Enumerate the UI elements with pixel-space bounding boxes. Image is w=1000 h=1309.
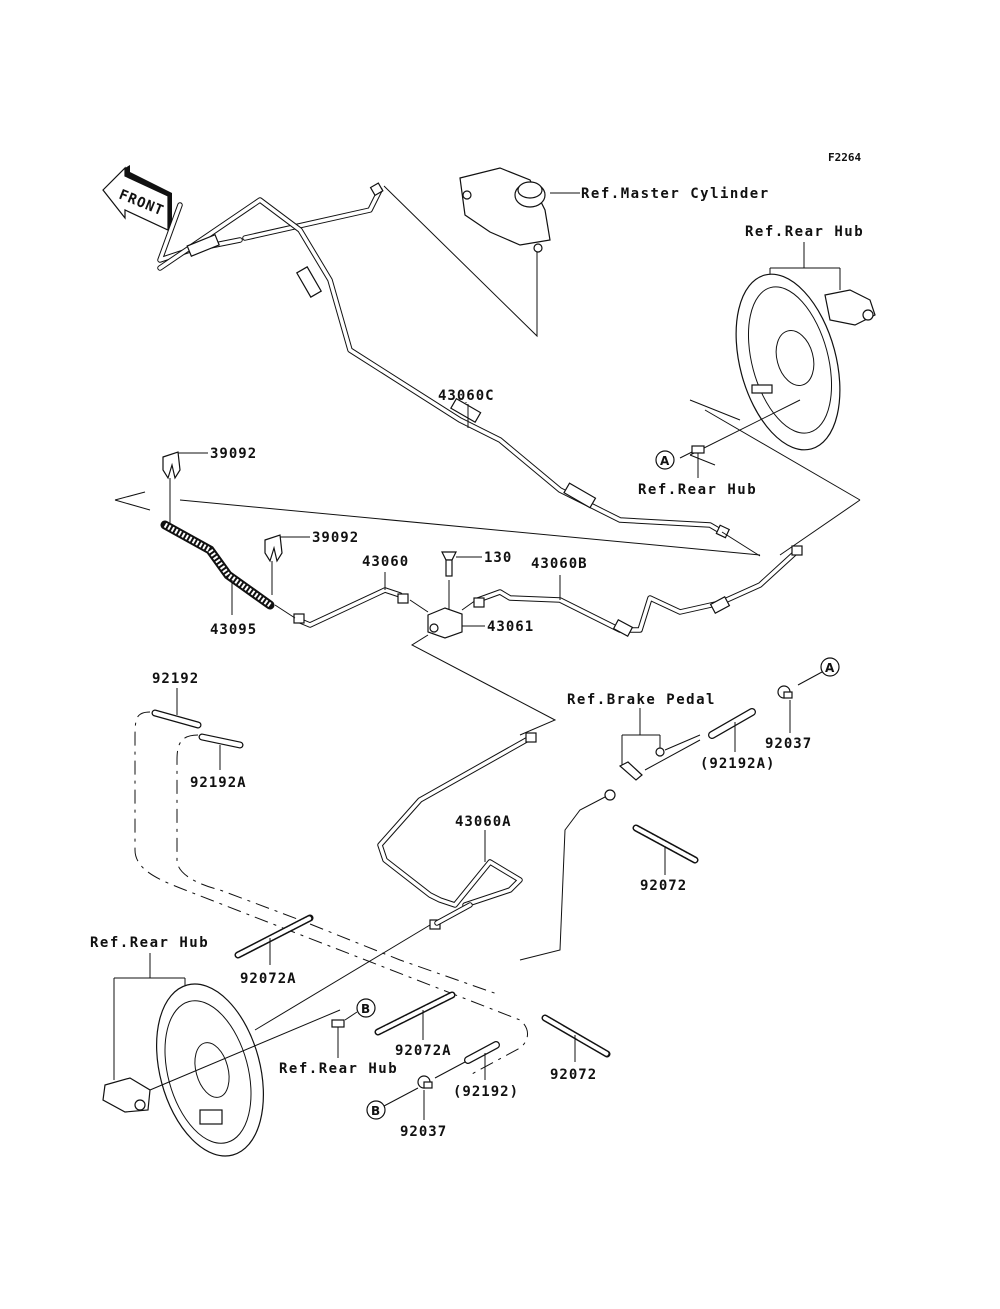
bleeder-valve-top-icon — [691, 445, 705, 454]
part-label-39092-b[interactable]: 39092 — [312, 530, 359, 546]
brake-pipe-43060A — [377, 732, 537, 930]
brake-hose-43095-icon — [160, 520, 275, 610]
part-label-92192A-paren[interactable]: (92192A) — [700, 756, 775, 772]
clamp-92037-bottom-icon — [417, 1075, 433, 1089]
figure-id: F2264 — [828, 151, 861, 164]
part-label-130[interactable]: 130 — [484, 550, 512, 566]
front-direction-arrow-icon: FRONT — [102, 165, 172, 231]
part-label-43095[interactable]: 43095 — [210, 622, 257, 638]
part-label-39092-a[interactable]: 39092 — [210, 446, 257, 462]
cable-tie-92072A-mid-icon — [374, 991, 456, 1036]
ref-rear-hub-bottom[interactable]: Ref.Rear Hub — [90, 935, 209, 951]
callout-b-bottom: B — [366, 1100, 386, 1120]
brake-drum-backing-plate-top-icon — [735, 273, 876, 451]
part-label-92037-top[interactable]: 92037 — [765, 736, 812, 752]
svg-text:A: A — [825, 661, 835, 675]
part-label-43060B[interactable]: 43060B — [531, 556, 588, 572]
ref-brake-pedal[interactable]: Ref.Brake Pedal — [567, 692, 716, 708]
part-label-43061[interactable]: 43061 — [487, 619, 534, 635]
master-cylinder-icon — [459, 167, 551, 253]
clip-39092-a-icon — [162, 451, 181, 480]
brake-pedal-bracket-icon — [604, 747, 665, 801]
clip-39092-b-icon — [264, 534, 283, 563]
sleeve-92192A-top-icon — [708, 708, 756, 739]
part-label-92192A[interactable]: 92192A — [190, 775, 247, 791]
part-label-43060[interactable]: 43060 — [362, 554, 409, 570]
part-label-92192[interactable]: 92192 — [152, 671, 199, 687]
callout-b-hub: B — [356, 998, 376, 1018]
bolt-130-icon — [441, 551, 457, 577]
svg-text:A: A — [660, 454, 670, 468]
callout-a-hub: A — [655, 450, 675, 470]
part-label-92072A-left[interactable]: 92072A — [240, 971, 297, 987]
part-label-92072-top[interactable]: 92072 — [640, 878, 687, 894]
sleeve-92192A-icon — [198, 733, 244, 749]
svg-text:B: B — [371, 1104, 380, 1118]
part-label-92192-paren[interactable]: (92192) — [453, 1084, 519, 1100]
ref-rear-hub-top-bleeder[interactable]: Ref.Rear Hub — [638, 482, 757, 498]
junction-block-43061-icon — [427, 607, 463, 639]
part-label-92037-bottom[interactable]: 92037 — [400, 1124, 447, 1140]
clamp-92037-top-icon — [777, 685, 793, 699]
cable-tie-92072A-left-icon — [234, 914, 314, 959]
master-cylinder-leader — [383, 185, 538, 338]
ref-rear-hub-top[interactable]: Ref.Rear Hub — [745, 224, 864, 240]
bleeder-valve-bottom-icon — [331, 1019, 345, 1028]
ref-rear-hub-bottom-bleeder[interactable]: Ref.Rear Hub — [279, 1061, 398, 1077]
sleeve-92192-bottom-icon — [464, 1041, 500, 1064]
sleeve-92192-icon — [151, 709, 202, 729]
callout-a-right: A — [820, 657, 840, 677]
cable-tie-92072-bottom-icon — [541, 1014, 611, 1058]
brake-drum-backing-plate-bottom-icon — [156, 983, 264, 1157]
svg-text:B: B — [361, 1002, 370, 1016]
part-label-92072A-mid[interactable]: 92072A — [395, 1043, 452, 1059]
wheel-cylinder-bottom-icon — [102, 1077, 151, 1113]
part-label-43060A[interactable]: 43060A — [455, 814, 512, 830]
ref-master-cylinder[interactable]: Ref.Master Cylinder — [581, 186, 770, 202]
upper-brake-pipe — [157, 182, 731, 539]
brake-pipe-43060B — [473, 545, 803, 637]
brake-pipe-43060 — [293, 587, 409, 628]
part-label-43060C[interactable]: 43060C — [438, 388, 495, 404]
part-label-92072-bottom[interactable]: 92072 — [550, 1067, 597, 1083]
cable-tie-92072-top-icon — [632, 824, 699, 864]
